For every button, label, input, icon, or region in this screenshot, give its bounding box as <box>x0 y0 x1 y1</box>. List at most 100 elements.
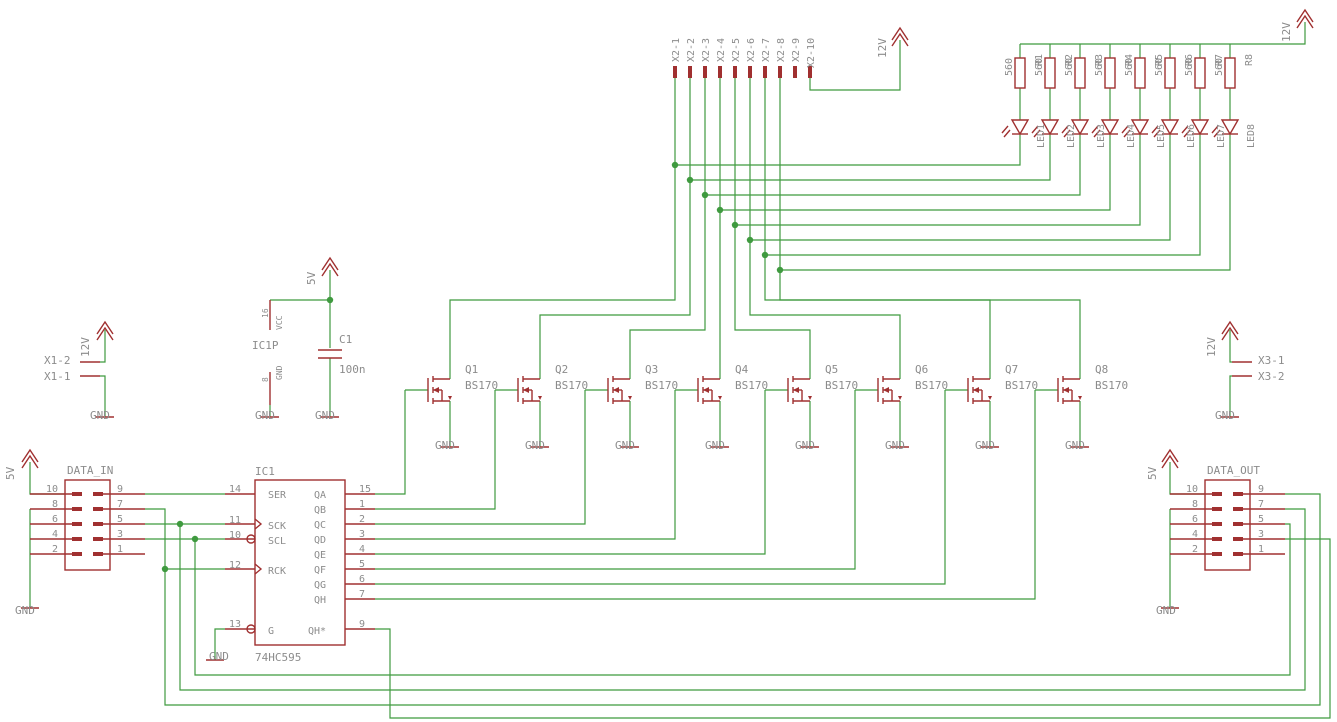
led2-ray2 <box>1033 129 1041 138</box>
ic1-pin-qc-num: 2 <box>359 514 365 525</box>
r6-body <box>1164 57 1176 89</box>
net-q4-gate <box>375 390 676 540</box>
led8-ref: LED8 <box>1246 124 1257 148</box>
data-in-left-num-0: 10 <box>46 484 58 495</box>
ic1-pin-rck-num: 12 <box>229 560 241 571</box>
junction-x2-4 <box>716 206 724 214</box>
led1-ray2 <box>1003 129 1011 138</box>
x1-1-label: X1-1 <box>44 370 71 383</box>
net-q2-gate <box>375 390 496 510</box>
x2-8-label: X2-8 <box>776 38 787 62</box>
led4-ref: LED4 <box>1126 124 1137 148</box>
pwr-12v-top-label: 12V <box>1280 22 1293 42</box>
q1-diode <box>448 396 452 400</box>
q4-diode <box>718 396 722 400</box>
junction-rck <box>161 565 169 573</box>
r1-body <box>1014 57 1026 89</box>
ic1-pin-g-name: G <box>268 626 274 637</box>
q4-arrow <box>703 387 709 393</box>
pwr-5v-in-arrow2 <box>21 454 39 469</box>
data-in-left-num-3: 4 <box>52 529 58 540</box>
led2-ref: LED2 <box>1066 124 1077 148</box>
data-in-name: DATA_IN <box>67 464 113 477</box>
data-out-pin-l-1 <box>1212 507 1222 511</box>
net-clk-loop-b <box>179 508 1306 691</box>
q4-value: BS170 <box>735 379 768 392</box>
r2-value: 560 <box>1034 58 1045 76</box>
pwr-5v-ic1p-label: 5V <box>305 271 318 285</box>
led4-ray2 <box>1093 129 1101 138</box>
x3-2-label: X3-2 <box>1258 370 1285 383</box>
q3-ref: Q3 <box>645 363 658 376</box>
gnd-q7-label: GND <box>975 439 995 452</box>
data-out-pin-r-1 <box>1233 507 1243 511</box>
net-x1-gnd <box>100 375 106 405</box>
data-in-left-num-2: 6 <box>52 514 58 525</box>
data-out-right-num-2: 5 <box>1258 514 1264 525</box>
q6-diode <box>898 396 902 400</box>
data-out-right-num-1: 7 <box>1258 499 1264 510</box>
ic1-pin-qb-name: QB <box>314 505 326 516</box>
r7-ref: R7 <box>1214 54 1225 66</box>
ic1-g-inversion-bubble <box>246 624 256 634</box>
net-x3-gnd <box>1229 375 1232 405</box>
ic1-pin-qhstar-name: QH* <box>308 626 326 637</box>
ic1-value: 74HC595 <box>255 651 301 664</box>
pwr-5v-in-arrow1 <box>21 448 39 463</box>
x1-2-label: X1-2 <box>44 354 71 367</box>
ic1-pin-qa-name: QA <box>314 490 326 501</box>
ic1-pin-qe-name: QE <box>314 550 326 561</box>
x2-pin-10 <box>808 66 812 78</box>
q2-diode <box>538 396 542 400</box>
q8-ref: Q8 <box>1095 363 1108 376</box>
pwr-12v-x1-label: 12V <box>79 337 92 357</box>
pwr-12v-x2-label: 12V <box>876 38 889 58</box>
gnd-q1-label: GND <box>435 439 455 452</box>
q7-arrow <box>973 387 979 393</box>
pwr-12v-x1-arrow1 <box>96 320 114 335</box>
gnd-ic1p-label: GND <box>255 409 275 422</box>
gnd-g-label: GND <box>209 650 229 663</box>
ic1-pin-rck-name: RCK <box>268 566 286 577</box>
junction-x2-3 <box>701 191 709 199</box>
q7-ref: Q7 <box>1005 363 1018 376</box>
led1-ray1 <box>1001 125 1009 134</box>
r3-ref: R3 <box>1094 54 1105 66</box>
net-x3-12v <box>1229 330 1232 363</box>
pwr-12v-x1-arrow2 <box>96 326 114 341</box>
ic1-pin-qc-name: QC <box>314 520 326 531</box>
junction-5v-c1 <box>326 296 334 304</box>
led5-ray2 <box>1123 129 1131 138</box>
net-q1-gate <box>375 390 406 495</box>
ic1-pin-qh-name: QH <box>314 595 326 606</box>
led8-ray2 <box>1213 129 1221 138</box>
data-out-left-num-3: 4 <box>1192 529 1198 540</box>
led3-body <box>1070 119 1090 136</box>
net-junctions <box>161 161 784 573</box>
led2-body <box>1040 119 1060 136</box>
x2-pin-5 <box>733 66 737 78</box>
data-in-left-num-4: 2 <box>52 544 58 555</box>
q6-ref: Q6 <box>915 363 928 376</box>
net-x1-12v <box>100 330 106 363</box>
net-clk-loop-a <box>145 493 1321 706</box>
x2-pin-7 <box>763 66 767 78</box>
x2-pin-4 <box>718 66 722 78</box>
q1-value: BS170 <box>465 379 498 392</box>
led4-ray1 <box>1091 125 1099 134</box>
gnd-q2-label: GND <box>525 439 545 452</box>
q8-arrow <box>1063 387 1069 393</box>
led6-ref: LED6 <box>1186 124 1197 148</box>
gnd-c1-label: GND <box>315 409 335 422</box>
data-in-right-num-3: 3 <box>117 529 123 540</box>
x2-pin-1 <box>673 66 677 78</box>
data-out-pin-r-3 <box>1233 537 1243 541</box>
pwr-12v-x3-arrow2 <box>1221 326 1239 341</box>
r7-body <box>1194 57 1206 89</box>
q7-value: BS170 <box>1005 379 1038 392</box>
x2-10-label: X2-10 <box>806 38 817 68</box>
data-out-left-num-1: 8 <box>1192 499 1198 510</box>
led5-ray1 <box>1121 125 1129 134</box>
data-in-pin-l-4 <box>72 552 82 556</box>
component-symbols <box>21 8 1314 661</box>
